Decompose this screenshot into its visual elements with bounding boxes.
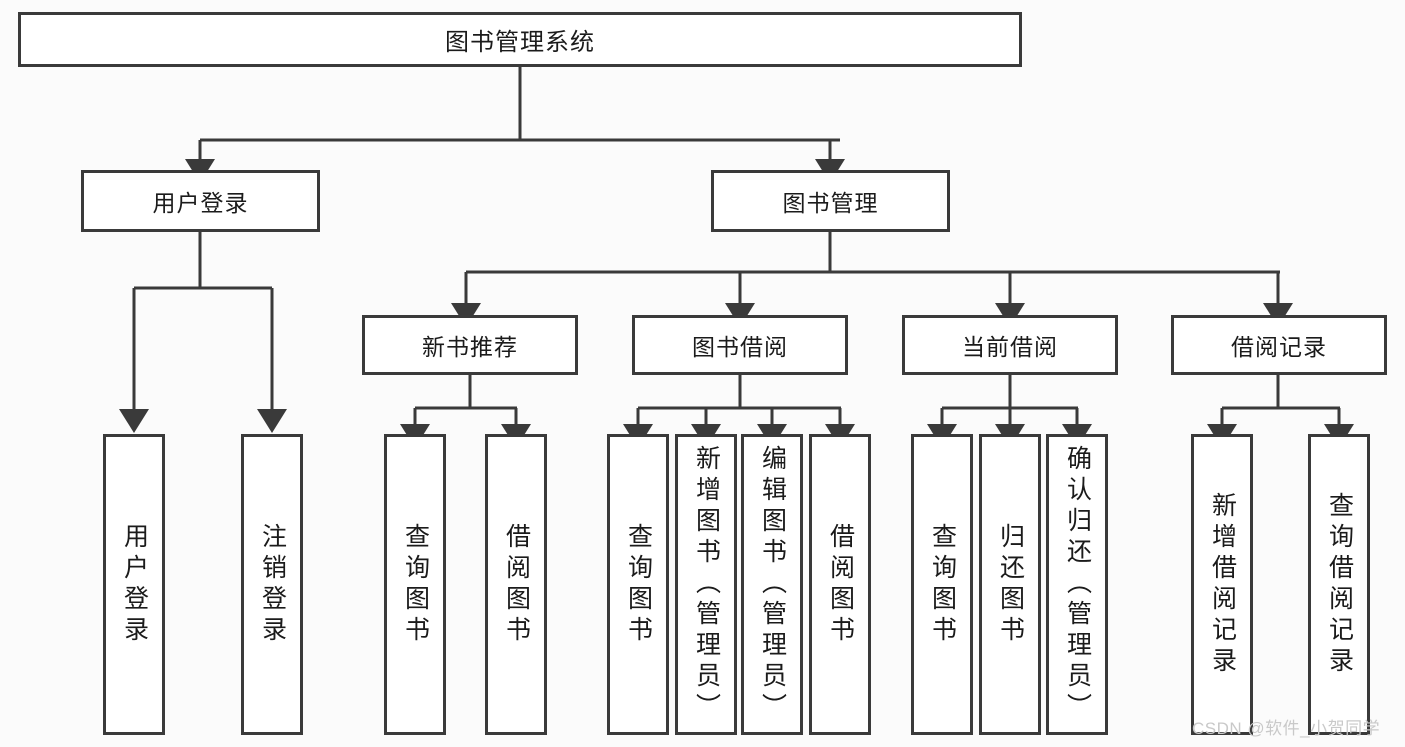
- node-root[interactable]: 图书管理系统: [18, 12, 1022, 67]
- leaf-add-borrow-record[interactable]: 新增借阅记录: [1191, 434, 1253, 735]
- csdn-watermark: CSDN @软件_小贺同学: [1192, 719, 1381, 738]
- leaf-confirm-return[interactable]: 确认归还（管理员）: [1046, 434, 1108, 735]
- node-borrow-record[interactable]: 借阅记录: [1171, 315, 1387, 375]
- leaf-return-book[interactable]: 归还图书: [979, 434, 1041, 735]
- leaf-user-login[interactable]: 用户登录: [103, 434, 165, 735]
- leaf-query-borrow-record[interactable]: 查询借阅记录: [1308, 434, 1370, 735]
- leaf-borrow-book[interactable]: 借阅图书: [809, 434, 871, 735]
- leaf-borrow-book-recommend[interactable]: 借阅图书: [485, 434, 547, 735]
- leaf-edit-book[interactable]: 编辑图书（管理员）: [741, 434, 803, 735]
- leaf-query-book-current[interactable]: 查询图书: [911, 434, 973, 735]
- node-current-borrow[interactable]: 当前借阅: [902, 315, 1118, 375]
- leaf-logout[interactable]: 注销登录: [241, 434, 303, 735]
- node-user-login[interactable]: 用户登录: [81, 170, 320, 232]
- node-new-book-recommend[interactable]: 新书推荐: [362, 315, 578, 375]
- leaf-query-book-recommend[interactable]: 查询图书: [384, 434, 446, 735]
- node-book-borrow[interactable]: 图书借阅: [632, 315, 848, 375]
- node-book-manage[interactable]: 图书管理: [711, 170, 950, 232]
- leaf-add-book[interactable]: 新增图书（管理员）: [675, 434, 737, 735]
- leaf-query-book-borrow[interactable]: 查询图书: [607, 434, 669, 735]
